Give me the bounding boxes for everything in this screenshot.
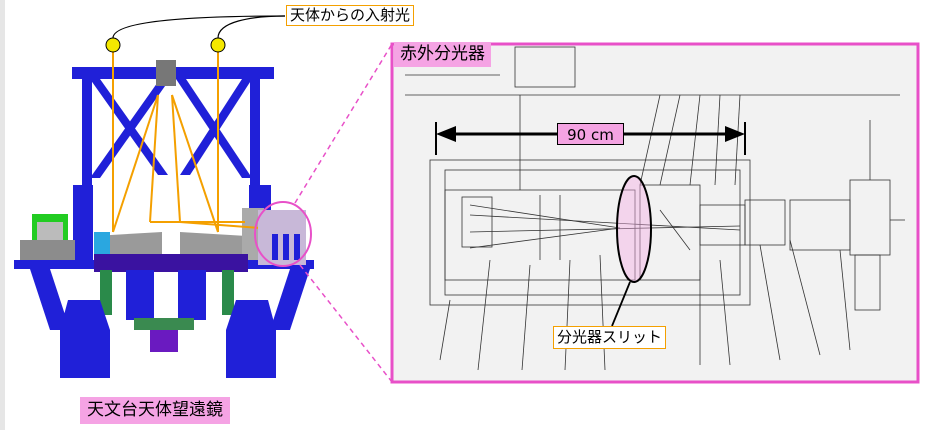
slit-highlight (616, 175, 652, 283)
incoming-light-label: 天体からの入射光 (286, 5, 415, 26)
dimension-arrow-left (436, 126, 456, 142)
spectrograph-label: 赤外分光器 (394, 42, 491, 67)
left-edge (0, 0, 5, 430)
truss-cross-right (176, 79, 252, 178)
light-path (112, 52, 261, 233)
truss-right (250, 79, 260, 185)
callout-line-right (217, 15, 286, 39)
width-label: 90 cm (557, 123, 624, 145)
light-source-right (210, 37, 226, 53)
leg-left (30, 269, 70, 330)
dimension-arrow-right (725, 126, 745, 142)
light-source-left (105, 37, 121, 53)
primary-mirror-left (94, 232, 162, 254)
secondary-mirror (156, 60, 176, 86)
leg-right (270, 269, 310, 330)
mirror-cell (94, 254, 248, 272)
technical-drawing (405, 46, 905, 371)
callout-line-left (112, 15, 286, 39)
zoom-line-top (294, 43, 393, 204)
primary-mirror-right (180, 232, 247, 254)
truss-cross-left (90, 79, 170, 178)
telescope-label: 天文台天体望遠鏡 (80, 397, 230, 424)
telescope (14, 15, 314, 378)
slit-callout-line (611, 281, 631, 327)
truss-left (82, 79, 92, 185)
slit-label: 分光器スリット (553, 326, 667, 349)
zoom-circle (254, 201, 312, 267)
port-block (94, 232, 110, 254)
spectrograph-frame (390, 42, 920, 384)
zoom-line-bottom (299, 264, 393, 383)
tube-left (73, 185, 93, 260)
